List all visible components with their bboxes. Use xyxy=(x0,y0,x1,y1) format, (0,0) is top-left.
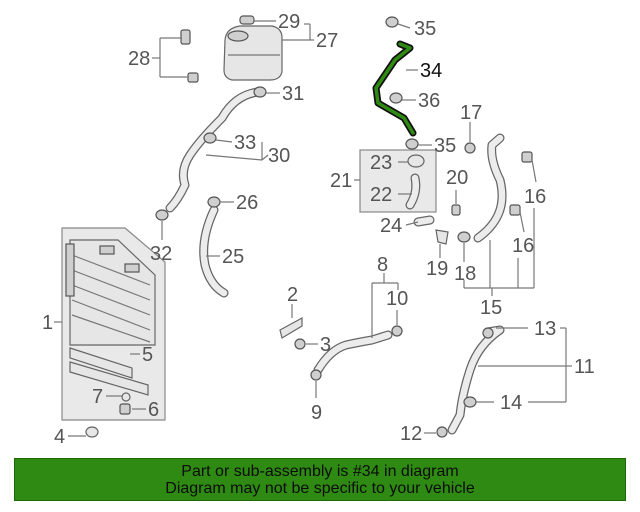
clamp-36-part[interactable] xyxy=(389,92,403,104)
bracket-2-part[interactable] xyxy=(279,316,303,339)
radiator-part[interactable] xyxy=(65,239,156,346)
callout-23[interactable]: 23 xyxy=(370,152,392,174)
clamp-32-part[interactable] xyxy=(155,209,169,221)
clamp-14-part[interactable] xyxy=(463,396,477,408)
callout-17[interactable]: 17 xyxy=(460,102,482,124)
drain-plug-part[interactable] xyxy=(121,392,131,402)
banner-line-1: Part or sub-assembly is #34 in diagram xyxy=(181,463,459,480)
filler-cap-23-part[interactable] xyxy=(407,154,425,168)
clamp-26-part[interactable] xyxy=(207,196,221,208)
leader-lines xyxy=(54,20,572,437)
callout-33[interactable]: 33 xyxy=(234,132,256,154)
bolt-28b-part[interactable] xyxy=(187,72,199,83)
callout-4[interactable]: 4 xyxy=(54,426,65,448)
parts-diagram: 1 2 3 4 5 6 7 8 9 10 11 12 13 14 15 16 1… xyxy=(42,11,595,448)
connector-19-part[interactable] xyxy=(435,229,449,245)
bolt-28a-part[interactable] xyxy=(180,29,191,45)
callout-3[interactable]: 3 xyxy=(320,334,331,356)
callout-9[interactable]: 9 xyxy=(311,402,322,424)
radiator-bracket-part[interactable] xyxy=(69,347,133,379)
callout-32[interactable]: 32 xyxy=(150,243,172,265)
hose-34-fill xyxy=(374,42,415,135)
callout-36[interactable]: 36 xyxy=(418,90,440,112)
clamp-12-part[interactable] xyxy=(436,426,448,438)
bolt-part[interactable] xyxy=(119,403,131,415)
callout-12[interactable]: 12 xyxy=(400,423,422,445)
clip-16a-part[interactable] xyxy=(521,151,533,163)
callout-22[interactable]: 22 xyxy=(370,184,392,206)
callout-28[interactable]: 28 xyxy=(128,48,150,70)
callout-7[interactable]: 7 xyxy=(92,386,103,408)
clamp-9-part[interactable] xyxy=(310,369,322,381)
bolt-20-part[interactable] xyxy=(451,204,461,216)
callout-21[interactable]: 21 xyxy=(330,170,352,192)
clamp-3-part[interactable] xyxy=(294,338,306,350)
callout-6[interactable]: 6 xyxy=(148,399,159,421)
callout-19[interactable]: 19 xyxy=(426,258,448,280)
callout-25[interactable]: 25 xyxy=(222,246,244,268)
radiator-cap-part[interactable] xyxy=(85,426,99,438)
reservoir-cap-part[interactable] xyxy=(239,15,255,25)
clip-16b-part[interactable] xyxy=(509,204,521,216)
callout-29[interactable]: 29 xyxy=(278,11,300,33)
callout-1[interactable]: 1 xyxy=(42,312,53,334)
callout-18[interactable]: 18 xyxy=(454,263,476,285)
callout-35a[interactable]: 35 xyxy=(414,18,436,40)
callout-8[interactable]: 8 xyxy=(377,254,388,276)
clamp-35a-part[interactable] xyxy=(385,16,399,28)
callout-26[interactable]: 26 xyxy=(236,192,258,214)
clamp-35b-part[interactable] xyxy=(405,138,419,150)
radiator-lower-tank[interactable] xyxy=(69,361,149,396)
callout-11[interactable]: 11 xyxy=(574,356,595,378)
banner-line-2: Diagram may not be specific to your vehi… xyxy=(165,480,475,497)
callout-27[interactable]: 27 xyxy=(316,30,338,52)
callout-13[interactable]: 13 xyxy=(534,318,556,340)
callout-34[interactable]: 34 xyxy=(420,60,442,82)
callout-2[interactable]: 2 xyxy=(287,284,298,306)
clamp-17-part[interactable] xyxy=(464,142,476,154)
callout-31[interactable]: 31 xyxy=(282,83,304,105)
callout-14[interactable]: 14 xyxy=(500,392,522,414)
callout-35b[interactable]: 35 xyxy=(434,135,456,157)
callout-15[interactable]: 15 xyxy=(480,297,502,319)
clamp-13-part[interactable] xyxy=(482,327,494,339)
notice-banner: Part or sub-assembly is #34 in diagram D… xyxy=(14,458,626,501)
clamp-10-part[interactable] xyxy=(391,325,403,337)
callout-10[interactable]: 10 xyxy=(386,288,408,310)
clamp-18-part[interactable] xyxy=(457,231,471,243)
hose-34-highlight[interactable] xyxy=(372,40,417,137)
callout-30[interactable]: 30 xyxy=(268,145,290,167)
callout-20[interactable]: 20 xyxy=(446,167,468,189)
clamp-31-part[interactable] xyxy=(253,86,267,98)
callout-labels: 1 2 3 4 5 6 7 8 9 10 11 12 13 14 15 16 1… xyxy=(42,11,595,448)
callout-16b[interactable]: 16 xyxy=(512,235,534,257)
callout-24[interactable]: 24 xyxy=(380,215,402,237)
reservoir-tank-part[interactable] xyxy=(223,25,283,81)
callout-16a[interactable]: 16 xyxy=(524,186,546,208)
clamp-33-part[interactable] xyxy=(203,132,217,144)
callout-5[interactable]: 5 xyxy=(142,344,153,366)
